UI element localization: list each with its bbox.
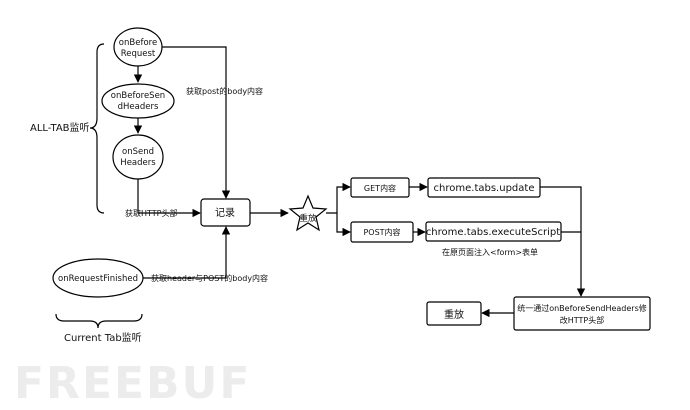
edge-update-to-unify — [540, 186, 586, 297]
label-get-http-header: 获取HTTP头部 — [125, 208, 177, 218]
edge-request-to-record — [162, 46, 231, 199]
label-get-header-post-body: 获取header与POST的body内容 — [151, 273, 268, 283]
record-label: 记录 — [215, 207, 235, 219]
post-content-label: POST内容 — [363, 227, 400, 237]
label-inject-form: 在原页面注入<form>表单 — [442, 247, 538, 257]
all-tab-label: ALL-TAB监听 — [30, 121, 90, 134]
edge-finished-to-record — [143, 226, 231, 279]
node-replay-star: 重放 — [288, 194, 328, 232]
get-content-label: GET内容 — [364, 183, 396, 193]
node-replay-box: 重放 — [426, 301, 482, 326]
on-before-request-line2: Request — [121, 49, 156, 59]
watermark: FREEBUF — [14, 358, 251, 409]
node-record: 记录 — [200, 198, 251, 227]
unify-headers-line1: 统一通过onBeforeSendHeaders修 — [517, 303, 647, 313]
execute-script-label: chrome.tabs.executeScript — [426, 227, 560, 238]
edge-replay-to-get — [326, 182, 351, 214]
tabs-update-label: chrome.tabs.update — [434, 183, 535, 194]
current-tab-brace — [55, 313, 143, 329]
node-on-request-finished: onRequestFinished — [52, 258, 144, 298]
node-tabs-update: chrome.tabs.update — [427, 177, 541, 198]
all-tab-brace — [89, 43, 105, 214]
node-on-before-send-headers: onBeforeSen dHeaders — [101, 83, 175, 119]
on-before-send-headers-line2: dHeaders — [118, 102, 159, 112]
label-get-post-body: 获取post的body内容 — [186, 86, 263, 96]
node-get-content: GET内容 — [350, 177, 410, 198]
on-send-headers-line2: Headers — [120, 158, 156, 168]
on-request-finished-label: onRequestFinished — [58, 274, 138, 284]
node-unify-headers: 统一通过onBeforeSendHeaders修 改HTTP头部 — [513, 296, 651, 331]
node-on-send-headers: onSend Headers — [112, 134, 164, 180]
node-on-before-request: onBefore Request — [113, 27, 163, 67]
on-before-send-headers-line1: onBeforeSen — [111, 91, 165, 101]
on-send-headers-line1: onSend — [122, 147, 154, 157]
current-tab-label: Current Tab监听 — [64, 331, 142, 344]
on-before-request-line1: onBefore — [119, 38, 157, 48]
edge-replay-to-post — [336, 213, 351, 237]
replay-star-label: 重放 — [299, 213, 317, 224]
node-post-content: POST内容 — [350, 221, 414, 243]
node-execute-script: chrome.tabs.executeScript — [425, 221, 562, 242]
edge-send-to-record — [137, 179, 201, 218]
replay-box-label: 重放 — [444, 308, 464, 321]
unify-headers-line2: 改HTTP头部 — [560, 315, 604, 325]
